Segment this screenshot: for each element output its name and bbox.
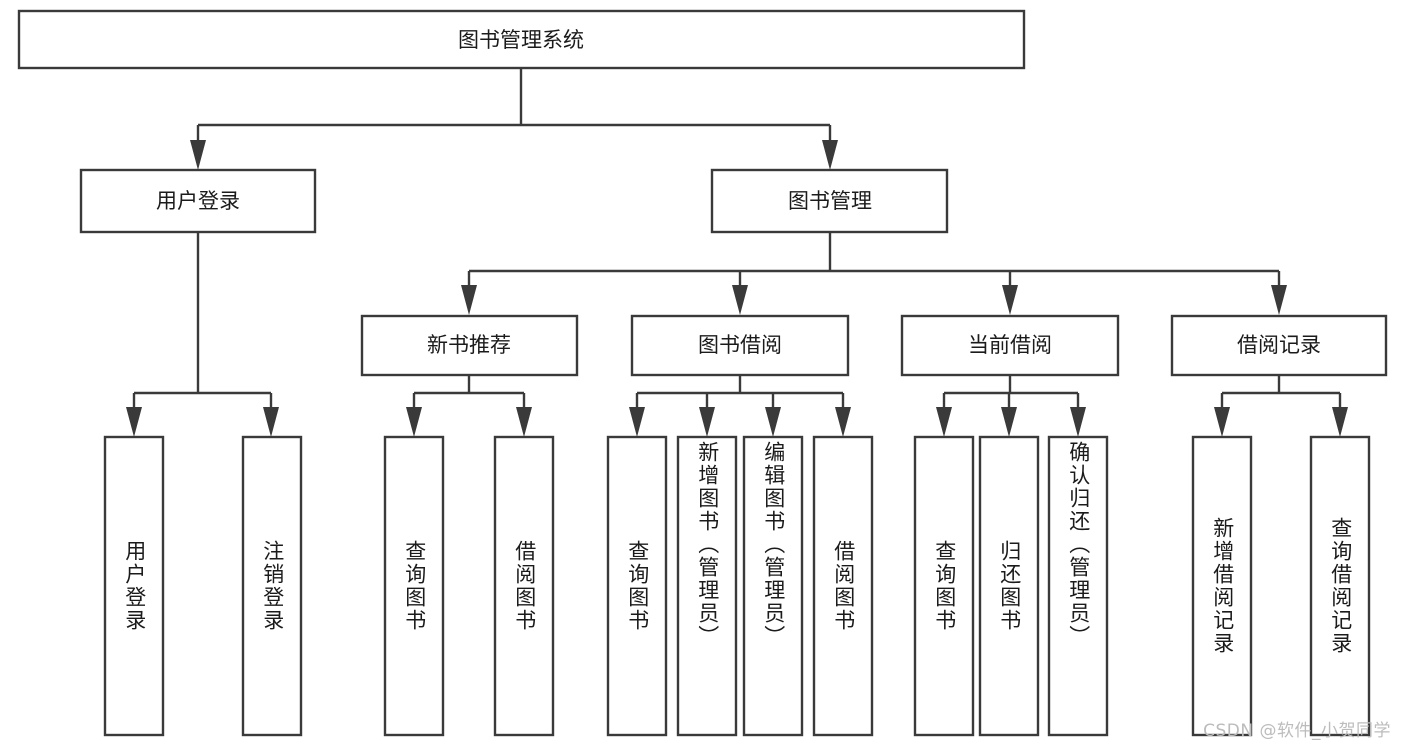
node-leaf-query-book-2[interactable] — [606, 435, 668, 737]
connector-root-to-level2 — [190, 68, 838, 170]
node-leaf-query-book-1[interactable] — [383, 435, 445, 737]
node-book-borrow[interactable]: 图书借阅 — [630, 314, 850, 377]
node-leaf-query-record[interactable] — [1309, 435, 1371, 737]
node-book-manage[interactable]: 图书管理 — [710, 168, 949, 234]
node-leaf-borrow-book-2[interactable] — [812, 435, 874, 737]
node-leaf-return-book[interactable] — [978, 435, 1040, 737]
connector-userlogin-to-leaves — [126, 232, 279, 437]
node-borrow-record[interactable]: 借阅记录 — [1170, 314, 1388, 377]
node-leaf-logout-login[interactable] — [241, 435, 303, 737]
node-root-label: 图书管理系统 — [458, 28, 584, 52]
node-leaf-query-book-3[interactable] — [913, 435, 975, 737]
leaf-boxes — [103, 435, 1371, 737]
connector-currentborrow-to-leaves — [936, 375, 1086, 437]
connector-bookmanage-to-level3 — [461, 232, 1287, 315]
node-user-login[interactable]: 用户登录 — [79, 168, 317, 234]
node-book-borrow-label: 图书借阅 — [698, 333, 782, 357]
node-book-manage-label: 图书管理 — [788, 189, 872, 213]
node-borrow-record-label: 借阅记录 — [1237, 333, 1321, 357]
node-current-borrow[interactable]: 当前借阅 — [900, 314, 1120, 377]
node-current-borrow-label: 当前借阅 — [968, 333, 1052, 357]
node-leaf-add-book[interactable] — [676, 435, 738, 737]
node-user-login-label: 用户登录 — [156, 189, 240, 213]
connector-bookborrow-to-leaves — [629, 375, 851, 437]
node-leaf-confirm-return[interactable] — [1047, 435, 1109, 737]
connector-borrowrecord-to-leaves — [1214, 375, 1348, 437]
node-leaf-user-login[interactable] — [103, 435, 165, 737]
node-leaf-add-record[interactable] — [1191, 435, 1253, 737]
node-new-book-rec[interactable]: 新书推荐 — [360, 314, 579, 377]
node-leaf-edit-book[interactable] — [742, 435, 804, 737]
node-new-book-rec-label: 新书推荐 — [427, 333, 511, 357]
connector-newbook-to-leaves — [406, 375, 532, 437]
node-root[interactable]: 图书管理系统 — [17, 9, 1026, 70]
node-leaf-borrow-book-1[interactable] — [493, 435, 555, 737]
